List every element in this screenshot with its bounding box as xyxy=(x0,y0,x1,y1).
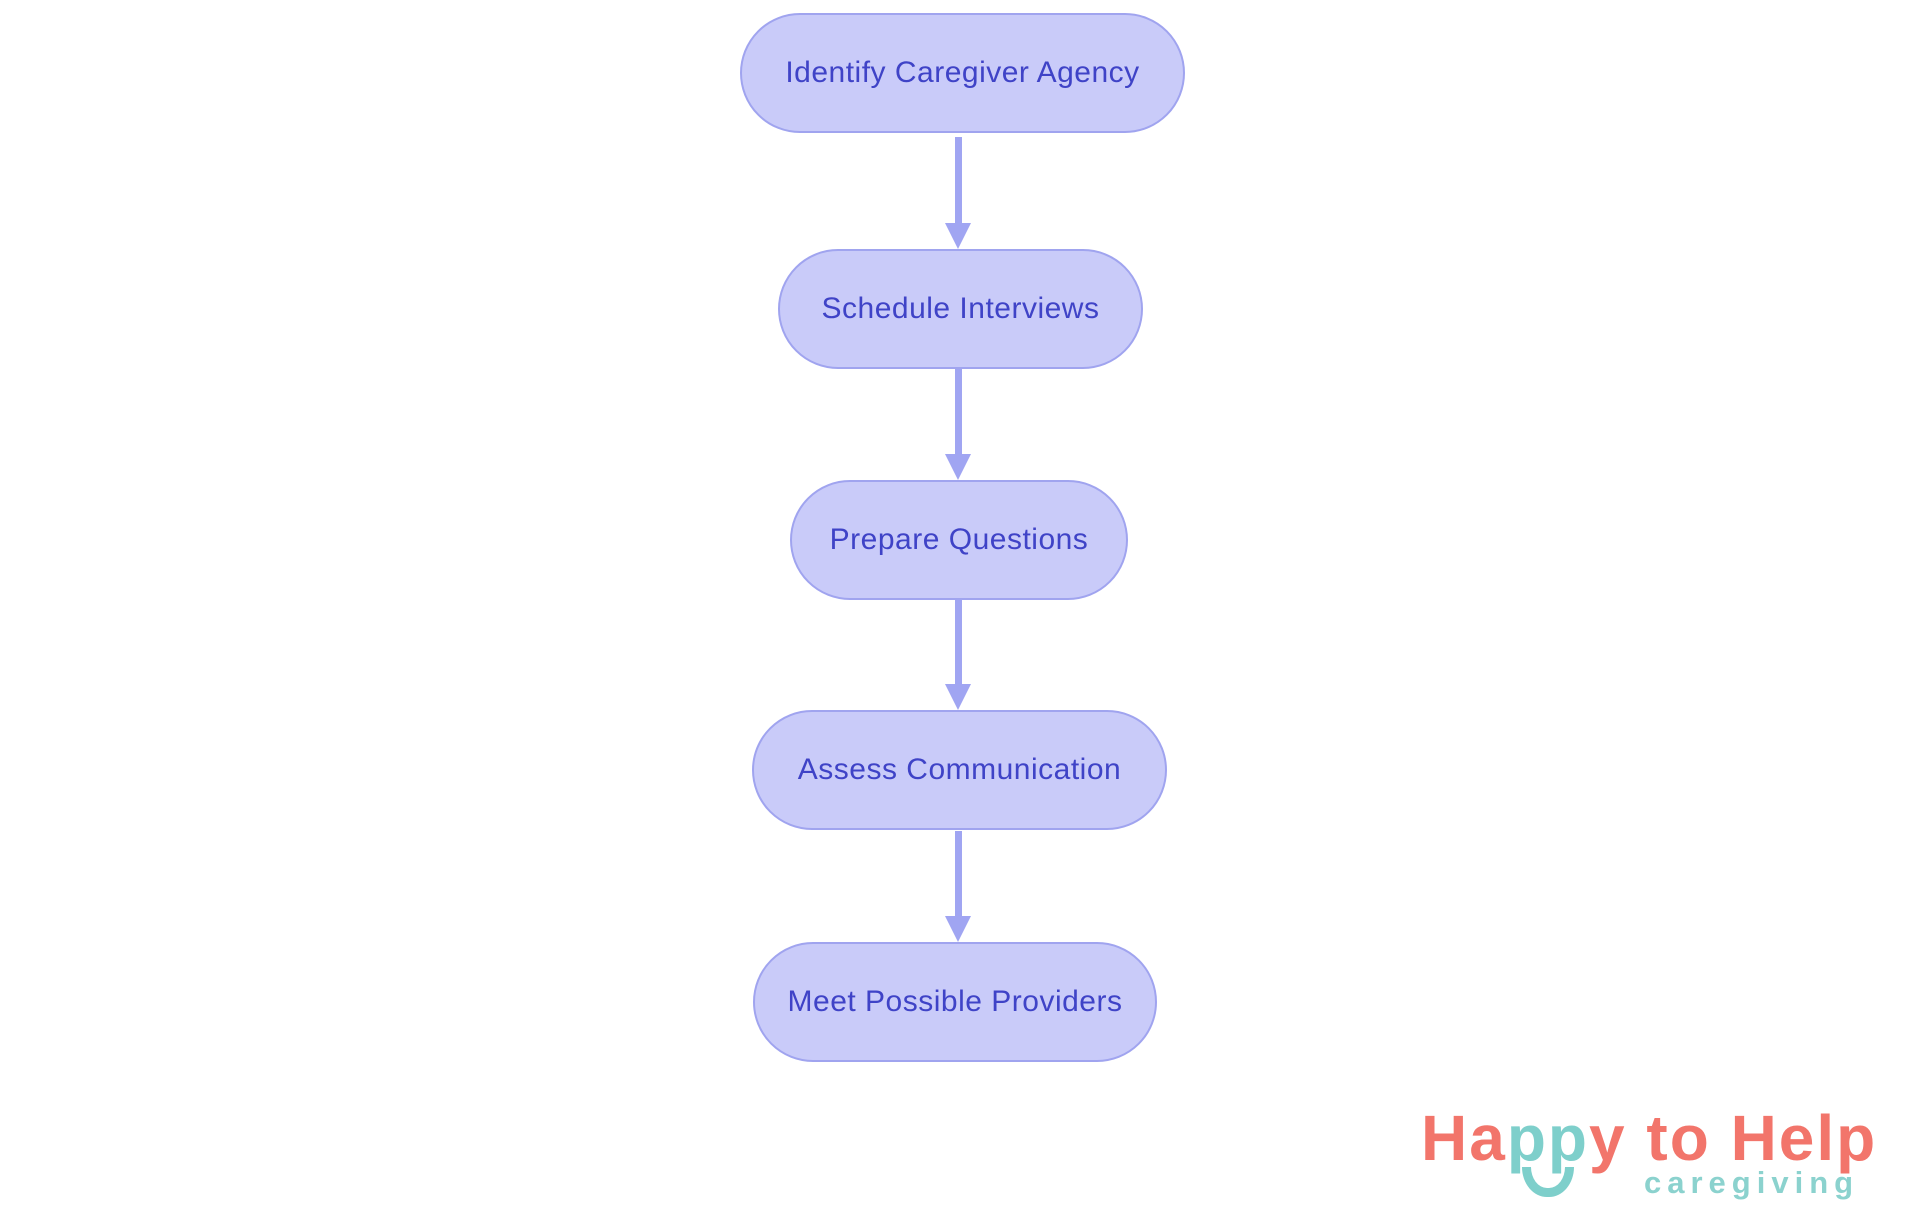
logo-text-start: Ha xyxy=(1421,1102,1507,1174)
flow-arrow xyxy=(944,599,972,710)
arrow-line xyxy=(954,599,962,684)
smile-icon xyxy=(1521,1167,1574,1197)
logo-subtitle: caregiving xyxy=(1644,1165,1860,1200)
node-label: Assess Communication xyxy=(797,753,1122,786)
arrow-head-icon xyxy=(945,916,971,942)
logo-text-end: y to Help xyxy=(1589,1102,1878,1174)
flow-arrow xyxy=(944,369,972,480)
arrow-line xyxy=(954,369,962,454)
arrow-line xyxy=(954,137,962,223)
flow-node-meet-possible-providers: Meet Possible Providers xyxy=(753,942,1157,1062)
flow-node-assess-communication: Assess Communication xyxy=(752,710,1167,830)
arrow-head-icon xyxy=(945,223,971,249)
arrow-head-icon xyxy=(945,454,971,480)
node-label: Meet Possible Providers xyxy=(787,985,1123,1018)
node-label: Prepare Questions xyxy=(829,523,1089,556)
arrow-head-icon xyxy=(945,684,971,710)
flow-node-identify-caregiver-agency: Identify Caregiver Agency xyxy=(740,13,1185,133)
flow-node-schedule-interviews: Schedule Interviews xyxy=(778,249,1143,369)
node-label: Schedule Interviews xyxy=(821,292,1100,325)
flow-arrow xyxy=(944,137,972,249)
logo-text-mid: pp xyxy=(1506,1102,1589,1174)
logo-pp-eyes: pp xyxy=(1507,1106,1589,1197)
arrow-line xyxy=(954,831,962,916)
node-label: Identify Caregiver Agency xyxy=(785,56,1140,89)
flow-arrow xyxy=(944,831,972,942)
flow-node-prepare-questions: Prepare Questions xyxy=(790,480,1128,600)
